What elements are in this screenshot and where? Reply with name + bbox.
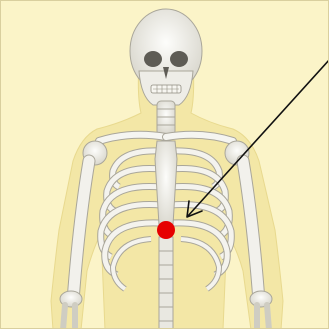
marker-dot [157, 221, 175, 239]
cervical-spine [157, 101, 175, 135]
right-eye-socket [170, 51, 188, 67]
left-eye-socket [144, 51, 162, 67]
clavicles [99, 135, 233, 141]
sternum [155, 141, 177, 231]
spine [159, 237, 173, 329]
